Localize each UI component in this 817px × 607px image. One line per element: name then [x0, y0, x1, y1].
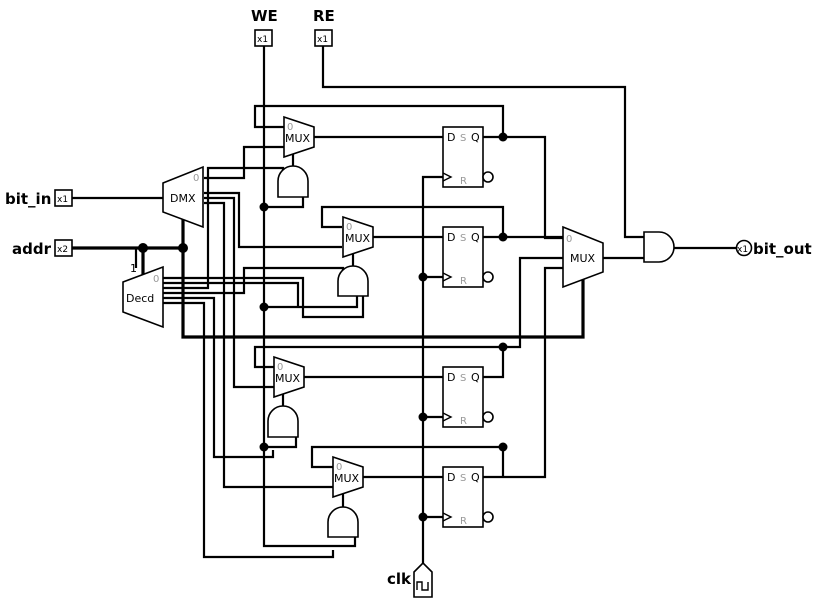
svg-text:bit_in: bit_in — [5, 190, 51, 208]
wires — [72, 46, 736, 567]
addr-input-pin[interactable]: addr x2 — [12, 239, 73, 258]
svg-text:0: 0 — [336, 462, 342, 473]
svg-text:0: 0 — [277, 362, 283, 373]
svg-text:D: D — [447, 131, 455, 144]
mux-4: 0 MUX — [332, 455, 364, 499]
svg-text:0: 0 — [153, 274, 159, 285]
re-input-pin[interactable]: RE x1 — [313, 7, 335, 47]
we-input-pin[interactable]: WE x1 — [251, 7, 278, 47]
svg-text:S: S — [460, 233, 466, 244]
svg-text:1: 1 — [130, 262, 137, 275]
clk-input-pin[interactable]: clk — [387, 561, 433, 598]
svg-text:R: R — [460, 516, 467, 527]
and-gate-1 — [277, 165, 309, 198]
svg-text:DMX: DMX — [170, 192, 196, 205]
decoder: Decd 0 1 — [122, 262, 164, 329]
svg-text:0: 0 — [566, 234, 572, 245]
svg-text:Q: Q — [471, 231, 480, 244]
svg-text:S: S — [460, 473, 466, 484]
svg-text:Q: Q — [471, 471, 480, 484]
svg-text:R: R — [460, 276, 467, 287]
bit-in-input-pin[interactable]: bit_in x1 — [5, 189, 73, 208]
junction-dots — [138, 132, 508, 522]
svg-text:MUX: MUX — [570, 252, 596, 265]
and-gate-2 — [337, 265, 369, 297]
flipflop-2: D S Q R — [442, 226, 494, 288]
svg-text:Q: Q — [471, 371, 480, 384]
svg-text:bit_out: bit_out — [753, 240, 812, 258]
and-gate-3 — [267, 405, 299, 438]
svg-text:S: S — [460, 373, 466, 384]
svg-text:Q: Q — [471, 131, 480, 144]
bit-out-output-pin: x1 bit_out — [735, 239, 812, 258]
svg-text:D: D — [447, 471, 455, 484]
and-gate-4 — [327, 506, 359, 538]
svg-text:addr: addr — [12, 240, 52, 258]
demux: DMX 0 — [162, 165, 204, 229]
mux-2: 0 MUX — [342, 215, 374, 259]
flipflop-4: D S Q R — [442, 466, 494, 528]
svg-text:clk: clk — [387, 570, 412, 588]
mux-3: 0 MUX — [273, 355, 305, 399]
svg-text:MUX: MUX — [345, 232, 371, 245]
svg-text:S: S — [460, 133, 466, 144]
svg-text:x1: x1 — [257, 35, 268, 45]
svg-text:D: D — [447, 231, 455, 244]
svg-text:Decd: Decd — [126, 292, 154, 305]
svg-text:WE: WE — [251, 7, 278, 25]
mux-1: 0 MUX — [283, 115, 315, 159]
svg-text:MUX: MUX — [285, 132, 311, 145]
svg-text:MUX: MUX — [275, 372, 301, 385]
svg-text:x1: x1 — [317, 35, 328, 45]
svg-text:0: 0 — [346, 222, 352, 233]
svg-text:0: 0 — [193, 173, 199, 184]
svg-text:0: 0 — [287, 122, 293, 133]
address-bus — [72, 212, 585, 339]
flipflop-1: D S Q R — [442, 126, 494, 188]
flipflop-3: D S Q R — [442, 366, 494, 428]
svg-text:D: D — [447, 371, 455, 384]
svg-text:x2: x2 — [57, 245, 68, 255]
mux-output: 0 MUX — [562, 225, 604, 289]
svg-text:MUX: MUX — [334, 472, 360, 485]
and-gate-output — [643, 231, 675, 263]
svg-text:RE: RE — [313, 7, 335, 25]
svg-text:x1: x1 — [737, 245, 748, 255]
svg-text:R: R — [460, 416, 467, 427]
svg-text:x1: x1 — [57, 195, 68, 205]
svg-text:R: R — [460, 176, 467, 187]
